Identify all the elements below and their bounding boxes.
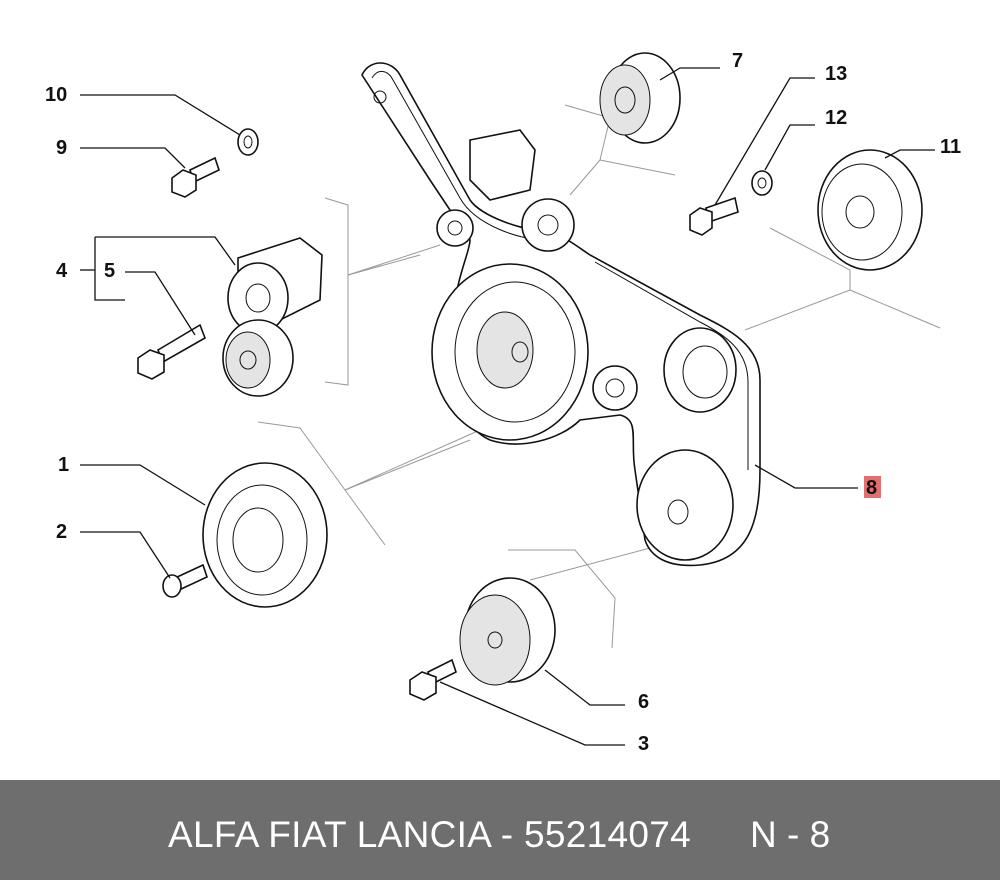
callout-7: 7 [732, 50, 743, 72]
bolt-3 [409, 658, 457, 701]
footer-code: N - 8 [750, 814, 831, 855]
washer-12 [751, 170, 773, 196]
footer-bar [0, 780, 1000, 880]
washer-10 [237, 128, 259, 156]
callout-8: 8 [866, 477, 877, 499]
tensioner-bracket [373, 90, 575, 252]
callout-9: 9 [56, 137, 67, 159]
idler-pulley-7 [599, 52, 681, 144]
guide-lines [257, 104, 941, 649]
parts-diagram: 10 9 4 5 1 2 7 13 12 11 8 6 3 [45, 50, 961, 755]
pulley-6 [459, 577, 556, 686]
bolt-2 [162, 563, 208, 598]
callout-11: 11 [940, 136, 961, 158]
callout-2: 2 [56, 521, 67, 543]
leader-lines [80, 67, 935, 746]
callout-1: 1 [58, 454, 69, 476]
callout-13: 13 [825, 63, 847, 85]
bolt-5 [137, 323, 206, 380]
tensioner-4 [222, 237, 323, 397]
crankshaft-pulley-1 [202, 462, 328, 608]
callout-5: 5 [104, 260, 115, 282]
callout-4: 4 [56, 260, 68, 282]
pulley-11 [817, 149, 923, 271]
callout-6: 6 [638, 691, 649, 713]
callout-labels: 10 9 4 5 1 2 7 13 12 11 8 6 3 [45, 50, 961, 755]
callout-12: 12 [825, 107, 847, 129]
footer-title: ALFA FIAT LANCIA - 55214074 [168, 814, 691, 855]
callout-3: 3 [638, 733, 649, 755]
callout-10: 10 [45, 84, 67, 106]
bolt-13 [689, 196, 739, 236]
bolt-9 [171, 156, 220, 198]
crankshaft-pulley-installed [431, 263, 737, 561]
callout-8-highlight [864, 476, 881, 498]
